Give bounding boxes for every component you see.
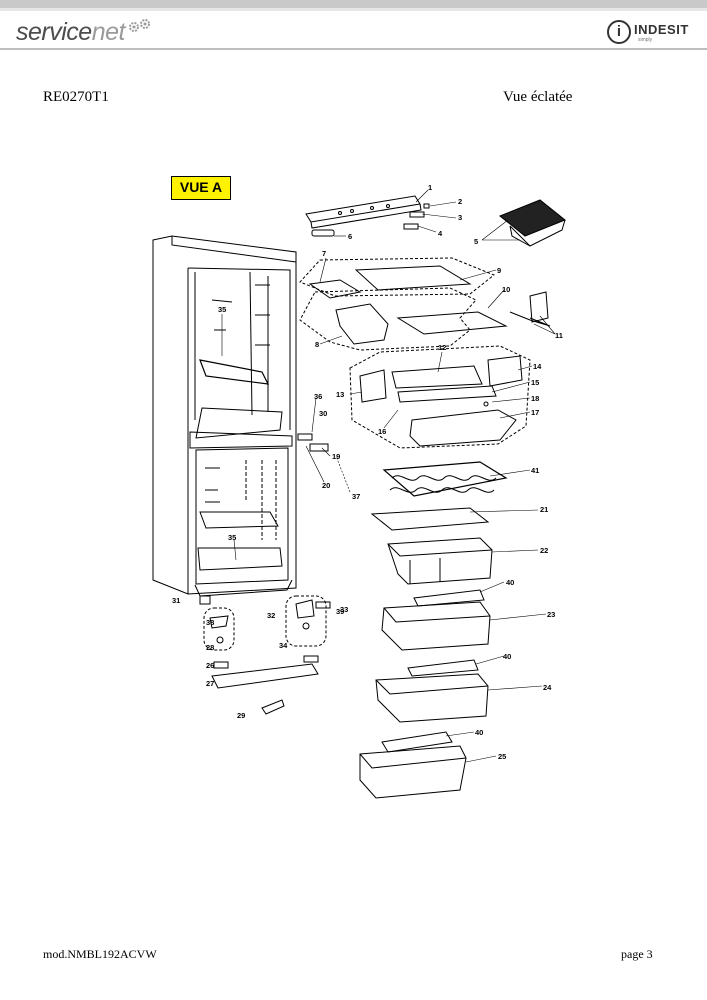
callout-24: 24 [543,683,552,692]
page-number: page 3 [621,947,653,961]
refrigerator-cabinet [152,235,329,597]
header-band [0,0,707,8]
logo-text-service: service [16,18,92,46]
callout-21: 21 [540,505,548,514]
logo-text-net: net [91,18,126,46]
gears-icon [128,19,150,32]
callout-25: 25 [498,752,506,761]
callout-40-c: 40 [475,728,483,737]
footer-model: mod.NMBL192ACVW [43,947,157,961]
fridge-shelves [299,257,551,351]
door-hinges-and-feet [199,595,331,715]
callout-40-b: 40 [503,652,511,661]
callout-30: 30 [319,409,327,418]
callout-4: 4 [438,229,443,238]
view-label-badge: VUE A [171,176,231,200]
callout-16: 16 [378,427,386,436]
callout-27: 27 [206,679,214,688]
callout-26: 26 [206,661,214,670]
top-controls [305,195,566,247]
callout-36: 36 [314,392,322,401]
callout-35-bottom: 35 [228,533,236,542]
view-title: Vue éclatée [503,89,573,105]
callout-8: 8 [315,340,319,349]
leader-lines [221,189,556,763]
callout-1: 1 [428,183,432,192]
callout-23: 23 [547,610,555,619]
callout-5: 5 [474,237,478,246]
callout-14: 14 [533,362,542,371]
servicenet-logo: servicenet [16,18,153,47]
callout-7: 7 [322,249,326,258]
callout-18: 18 [531,394,539,403]
callout-32: 32 [267,611,275,620]
callout-34: 34 [279,641,288,650]
callout-2: 2 [458,197,462,206]
part-callouts: 1 2 3 4 5 6 7 8 9 10 11 12 13 14 15 16 1… [172,183,563,761]
callout-13: 13 [336,390,344,399]
callout-6: 6 [348,232,352,241]
header-band-light [0,8,707,11]
callout-39: 39 [336,607,344,616]
callout-17: 17 [531,408,539,417]
callout-9: 9 [497,266,501,275]
callout-28: 28 [206,643,214,652]
indesit-logo: i INDESIT simply [607,20,697,46]
crisper-assembly [349,345,531,449]
callout-12: 12 [438,343,446,352]
indesit-i-icon: i [607,20,631,44]
callout-3: 3 [458,213,462,222]
callout-29: 29 [237,711,245,720]
callout-15: 15 [531,378,539,387]
callout-11: 11 [555,331,563,340]
brand-tagline: simply [638,37,653,43]
callout-37: 37 [352,492,360,501]
callout-20: 20 [322,481,330,490]
callout-35-top: 35 [218,305,226,314]
callout-33: 33 [340,605,348,614]
callout-31: 31 [172,596,180,605]
callout-38: 38 [206,618,214,627]
callout-19: 19 [332,452,340,461]
callout-22: 22 [540,546,548,555]
freezer-drawers [359,461,508,799]
callout-41: 41 [531,466,539,475]
model-code: RE0270T1 [43,89,109,105]
header-divider [0,48,707,50]
callout-10: 10 [502,285,510,294]
callout-40-a: 40 [506,578,514,587]
brand-name: INDESIT [634,22,689,37]
